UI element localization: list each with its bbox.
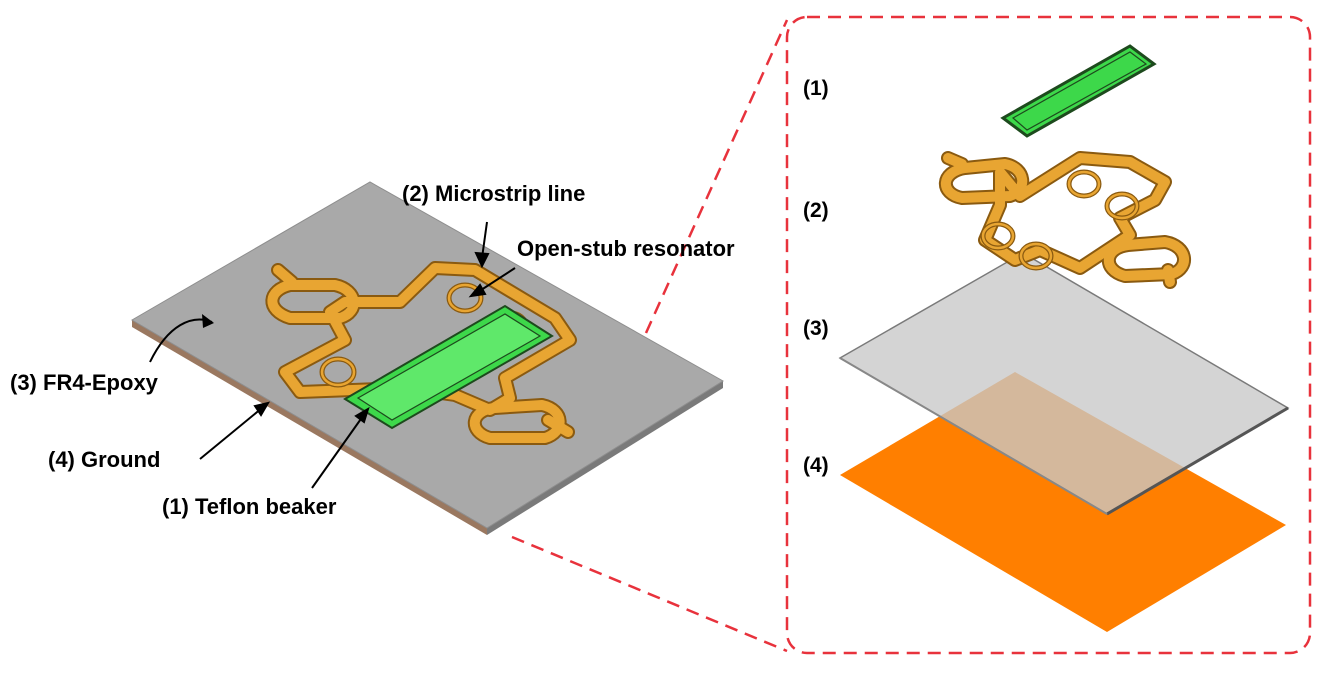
rotation-arrowhead: [202, 314, 214, 328]
exploded-teflon: [1000, 44, 1157, 138]
exploded-fr4-layer: [838, 252, 1290, 516]
exploded-ground-plane: [840, 372, 1286, 632]
layer-number-4: (4): [803, 454, 829, 477]
exploded-microstrip: [938, 151, 1191, 289]
arrow-microstrip: [481, 221, 488, 259]
teflon-inner: [356, 313, 542, 421]
board-side-front: [132, 320, 487, 535]
label-fr4: (3) FR4-Epoxy: [10, 370, 159, 395]
board-side-right: [487, 381, 723, 535]
label-resonator: Open-stub resonator: [517, 236, 735, 261]
arrow-ground: [199, 407, 263, 460]
layer-number-2: (2): [803, 199, 829, 222]
arrow-resonator: [477, 267, 516, 293]
layer-number-3: (3): [803, 317, 829, 340]
layer-number-1: (1): [803, 77, 829, 100]
leader-arrows: [199, 221, 516, 489]
label-ground: (4) Ground: [48, 447, 160, 472]
zoom-frame: [785, 15, 1312, 655]
label-microstrip: (2) Microstrip line: [402, 181, 585, 206]
zoom-line-top: [644, 19, 789, 334]
zoom-line-bottom: [511, 535, 788, 653]
label-teflon: (1) Teflon beaker: [162, 494, 337, 519]
arrow-teflon: [311, 415, 364, 489]
assembled-teflon-beaker: [343, 304, 554, 430]
